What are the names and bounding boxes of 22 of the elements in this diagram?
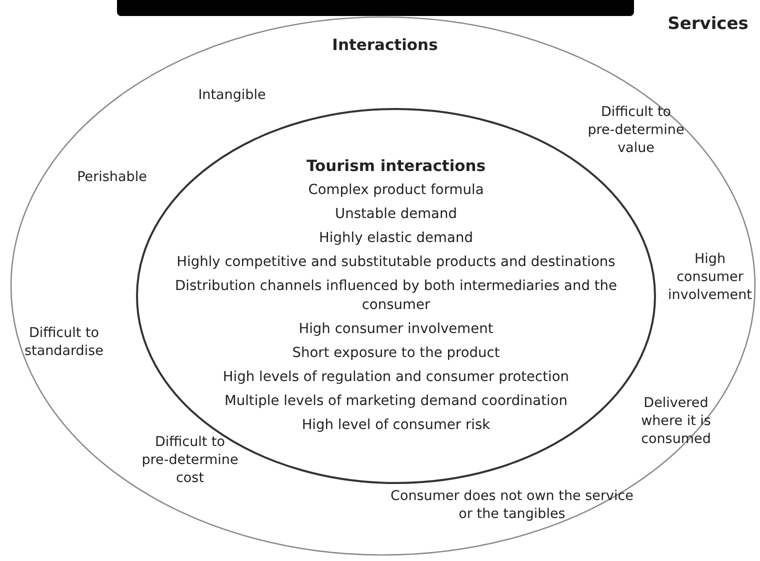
characteristic-text: Difficult to standardise — [24, 324, 104, 360]
characteristic-text: Short exposure to the product — [292, 344, 500, 362]
outer-ellipse — [10, 16, 756, 556]
characteristic-text: Perishable — [77, 168, 147, 186]
characteristic-text: Unstable demand — [334, 204, 457, 224]
circle-heading: Interactions — [332, 36, 438, 54]
characteristic-text: Complex product formula — [308, 180, 484, 200]
characteristic-text: Highly competitive and substitutable products and destinations — [176, 252, 616, 272]
characteristic-text: Difficult to pre-determine cost — [140, 433, 240, 487]
diagram-label: Services — [668, 15, 748, 33]
characteristic-text: Delivered where it is consumed — [640, 394, 712, 448]
characteristic-text: Intangible — [198, 86, 266, 104]
characteristic-text: High level of consumer risk — [302, 416, 490, 434]
characteristic-text: Multiple levels of marketing demand coordination — [224, 392, 568, 410]
characteristic-text: Difficult to pre-determine value — [586, 103, 686, 157]
characteristic-text: Distribution channels influenced by both intermediaries and the consumer — [174, 276, 618, 314]
circle-heading: Tourism interactions — [306, 156, 486, 176]
characteristic-text: High consumer involvement — [667, 250, 753, 304]
characteristic-text: High consumer involvement — [298, 320, 494, 338]
characteristic-text: Consumer does not own the service or the tangibles — [390, 487, 634, 523]
characteristic-text: Highly elastic demand — [319, 228, 473, 248]
characteristic-text: High levels of regulation and consumer protection — [222, 368, 570, 386]
